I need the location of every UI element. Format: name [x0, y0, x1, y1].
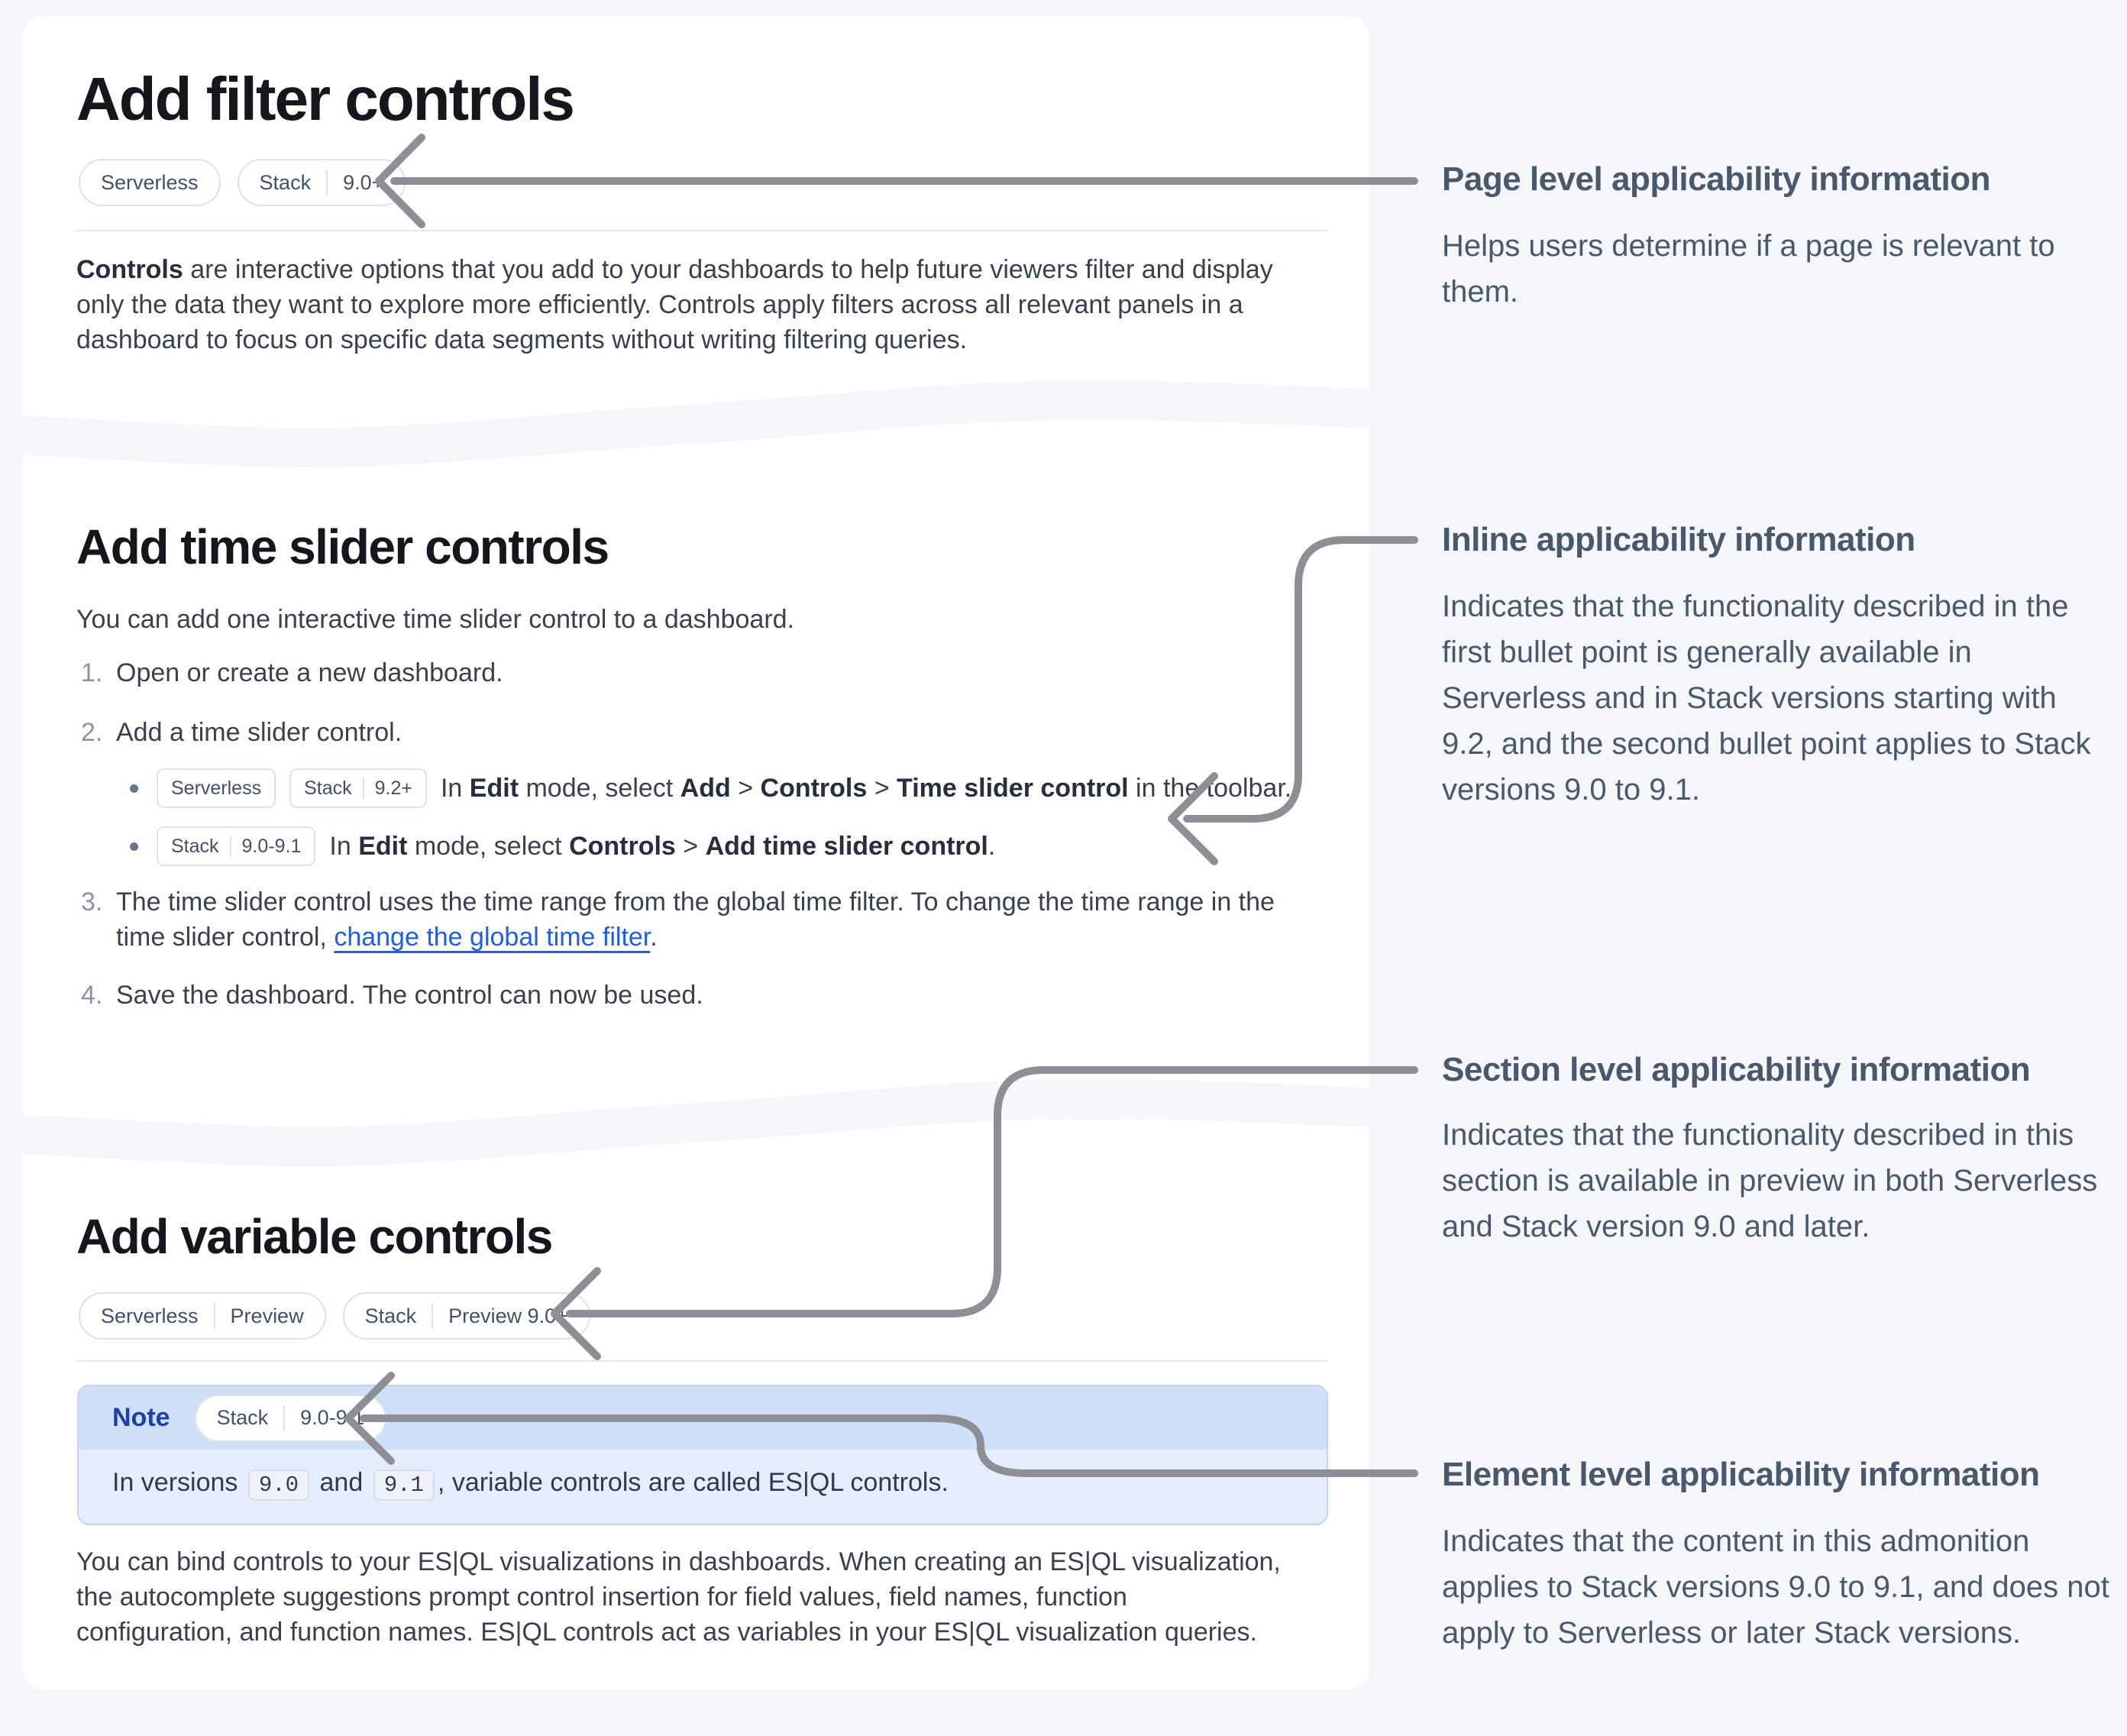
badge-divider [283, 1405, 286, 1431]
badge-version: 9.0-9.1 [300, 1406, 365, 1429]
badge-lifecycle: Preview [230, 1304, 304, 1327]
badge-serverless-preview[interactable]: Serverless Preview [79, 1292, 326, 1340]
list-number: 2. [81, 718, 103, 747]
badge-version: 9.2+ [374, 777, 412, 799]
time-slider-intro: You can add one interactive time slider … [76, 605, 794, 634]
list-item-text: The time slider control uses the time ra… [116, 887, 1275, 952]
badge-serverless[interactable]: Serverless [157, 768, 276, 808]
badge-divider [362, 777, 364, 799]
badge-divider [229, 836, 231, 857]
badge-version: 9.0+ [343, 170, 384, 194]
bullet-icon [130, 784, 138, 793]
badge-product: Stack [171, 835, 219, 857]
badge-stack-version[interactable]: Stack 9.2+ [289, 768, 427, 808]
badge-divider [326, 170, 328, 196]
annotation-title-page-level: Page level applicability information [1442, 160, 1990, 198]
annotation-body-element-level: Indicates that the content in this admon… [1442, 1524, 2109, 1650]
annotation-title-inline: Inline applicability information [1442, 521, 1915, 558]
variable-paragraph: You can bind controls to your ES|QL visu… [76, 1547, 1281, 1647]
list-item-text: In Edit mode, select Controls > Add time… [329, 831, 996, 861]
badge-stack-version[interactable]: Stack 9.0-9.1 [194, 1394, 387, 1442]
badge-stack-preview-version[interactable]: Stack Preview 9.0+ [342, 1292, 590, 1340]
page-title: Add filter controls [76, 65, 575, 133]
badge-product: Serverless [101, 1304, 199, 1327]
section-divider [76, 1360, 1327, 1362]
badge-divider [213, 1303, 215, 1329]
note-header: Note Stack 9.0-9.1 [79, 1386, 1327, 1450]
badge-serverless[interactable]: Serverless [79, 159, 221, 206]
section-title-time-slider: Add time slider controls [76, 519, 609, 574]
list-item-text: In Edit mode, select Add > Controls > Ti… [440, 773, 1292, 803]
badge-product: Stack [304, 777, 352, 799]
annotation-body-inline: Indicates that the functionality describ… [1442, 590, 2091, 807]
badge-version: 9.0-9.1 [241, 835, 302, 857]
annotation-body-section-level: Indicates that the functionality describ… [1442, 1118, 2098, 1243]
section-divider [76, 230, 1327, 231]
section-applicability-badges: Serverless Preview Stack Preview 9.0+ [79, 1292, 590, 1340]
badge-label: Serverless [171, 777, 262, 799]
badge-lifecycle-version: Preview 9.0+ [448, 1304, 568, 1327]
annotation-body-page-level: Helps users determine if a page is relev… [1442, 229, 2055, 309]
badge-product: Stack [216, 1406, 269, 1429]
list-number: 1. [81, 658, 103, 687]
list-item: Serverless Stack 9.2+ In Edit mode, sele… [130, 768, 1291, 808]
list-item: Stack 9.0-9.1 In Edit mode, select Contr… [130, 826, 995, 866]
intro-paragraph: Controls are interactive options that yo… [76, 255, 1273, 354]
annotation-title-section-level: Section level applicability information [1442, 1051, 2031, 1088]
bullet-icon [130, 842, 138, 851]
list-item-text: Save the dashboard. The control can now … [116, 981, 703, 1010]
list-number: 3. [81, 887, 103, 916]
global-time-filter-link[interactable]: change the global time filter [334, 923, 651, 952]
list-item-text: Add a time slider control. [116, 718, 402, 747]
badge-product: Stack [259, 170, 312, 194]
note-label: Note [112, 1403, 170, 1432]
note-body-text: In versions 9.0 and 9.1, variable contro… [79, 1450, 1327, 1501]
section-title-variable: Add variable controls [76, 1209, 553, 1264]
list-item-text: Open or create a new dashboard. [116, 658, 503, 687]
list-number: 4. [81, 981, 103, 1010]
badge-product: Stack [364, 1304, 417, 1327]
badge-stack-version[interactable]: Stack 9.0-9.1 [157, 826, 316, 866]
badge-divider [432, 1303, 434, 1329]
note-admonition: Note Stack 9.0-9.1 In versions 9.0 and 9… [77, 1385, 1328, 1525]
badge-label: Serverless [101, 170, 199, 194]
page-applicability-badges: Serverless Stack 9.0+ [79, 159, 406, 206]
annotation-title-element-level: Element level applicability information [1442, 1456, 2040, 1493]
badge-stack-version[interactable]: Stack 9.0+ [237, 159, 406, 206]
